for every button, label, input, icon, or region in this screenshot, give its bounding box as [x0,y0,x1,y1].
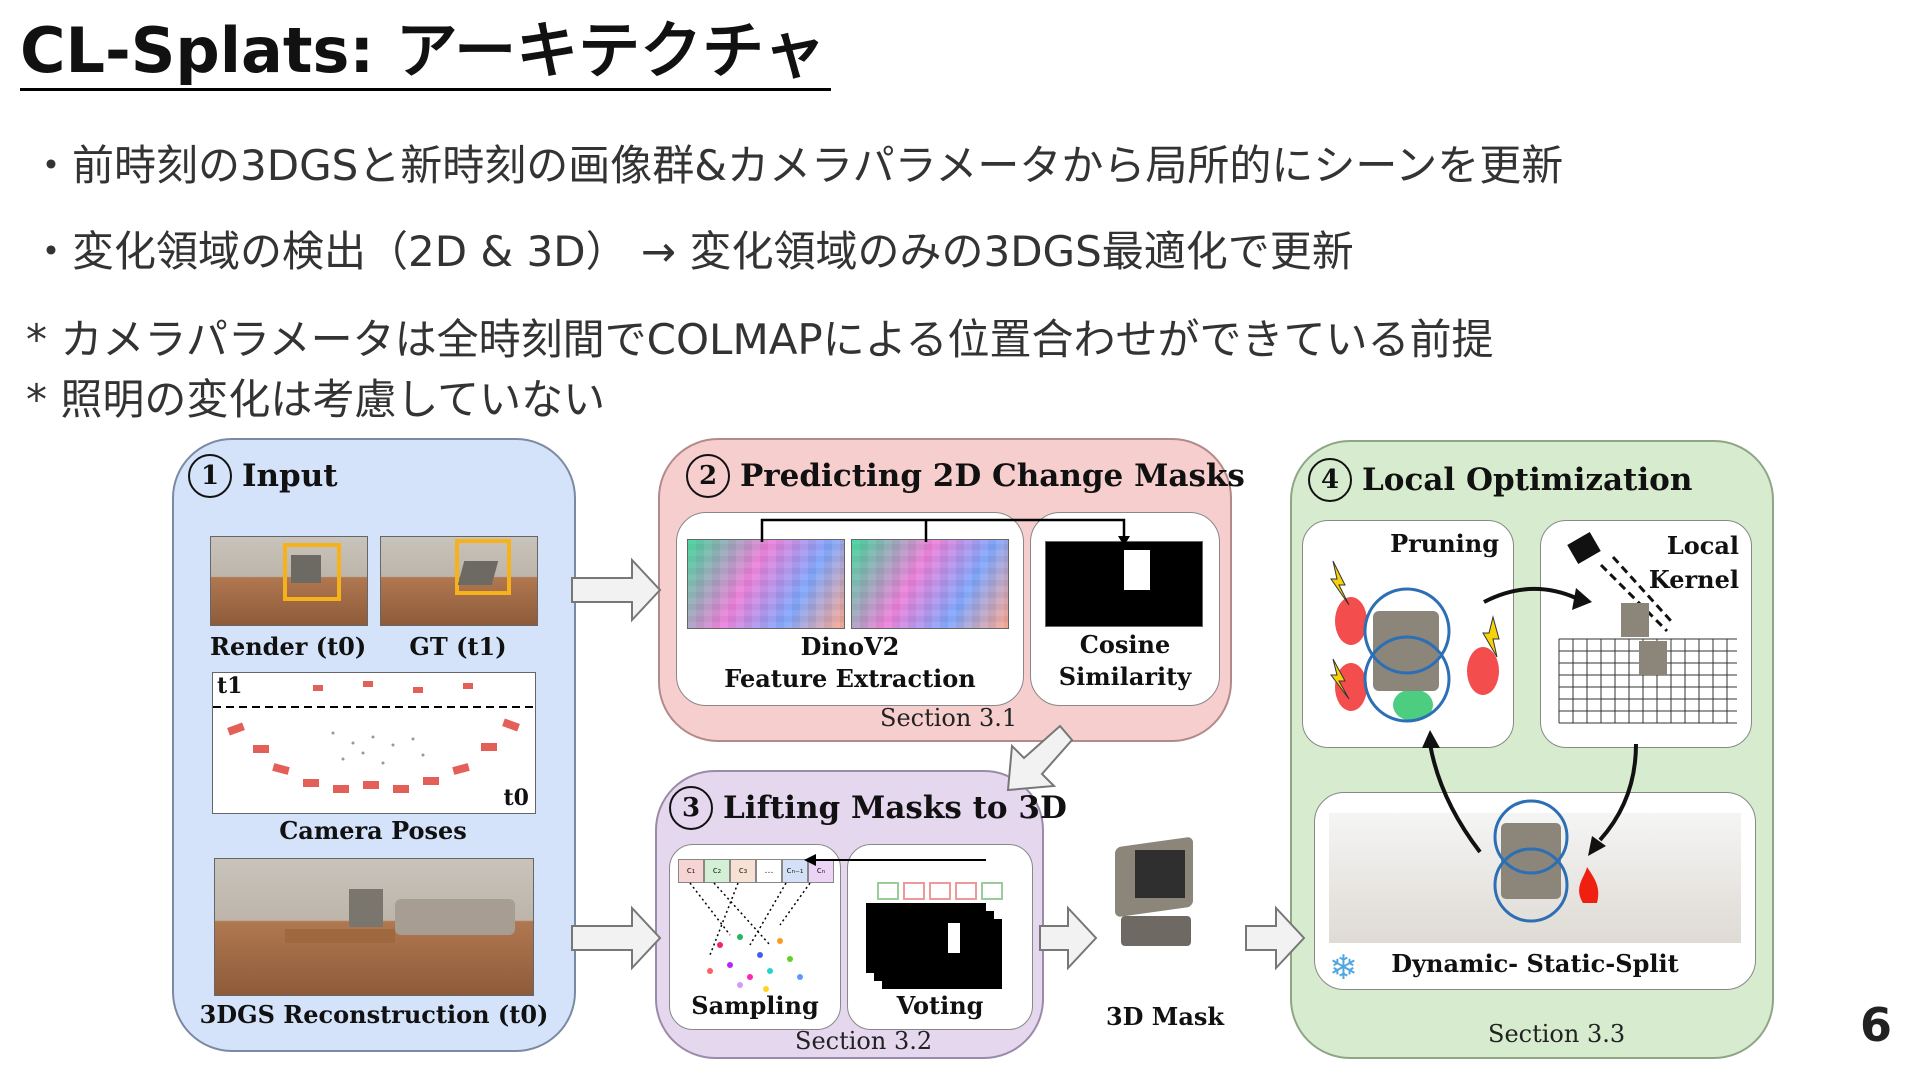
voxel-cells: c₁ c₂ c₃ … cₙ₋₁ cₙ [678,859,834,883]
local-panel: 4 Local Optimization Pruning [1290,440,1774,1059]
input-title: 1 Input [188,454,338,498]
svg-text:❄: ❄ [1329,948,1358,988]
monitor-object [349,889,383,927]
input-title-text: Input [242,458,338,494]
mask3d-object [1105,836,1205,952]
cell: cₙ₋₁ [782,859,808,883]
input-panel: 1 Input Render (t0) GT (t1) [172,438,576,1052]
step-number: 4 [1308,458,1352,502]
sofa-shape [395,899,515,935]
monitor-object [457,561,499,585]
note-1: * カメラパラメータは全時刻間でCOLMAPによる位置合わせができている前提 [26,315,1494,364]
highlight-box [283,543,341,601]
pruning-box: Pruning [1302,520,1514,748]
split-label: Dynamic- Static-Split [1391,949,1679,978]
local-title-text: Local Optimization [1362,462,1693,498]
monitor-object [291,555,321,583]
lifting-panel: 3 Lifting Masks to 3D c₁ c₂ c₃ … cₙ₋₁ cₙ [655,770,1067,1059]
monitor-base [1121,916,1191,946]
step-number: 1 [188,454,232,498]
camera-poses-image: t1 t0 [212,672,536,814]
sampling-point-cloud [689,882,811,992]
mask-region [1124,550,1150,590]
camera-poses-svg [213,681,535,793]
masks2d-panel: 2 Predicting 2D Change Masks DinoV2 Feat… [658,438,1245,742]
monitor-screen [1135,850,1185,898]
voting-box: Voting [847,844,1033,1030]
dino-label: DinoV2 Feature Extraction [724,632,976,693]
step-number: 3 [669,786,713,830]
masks2d-title: 2 Predicting 2D Change Masks [686,454,1245,498]
lifting-title: 3 Lifting Masks to 3D [669,786,1067,830]
pruning-illustration [1330,560,1500,723]
t0-label: t0 [503,785,529,811]
feature-map-1 [687,539,845,629]
gt-thumbnail [380,536,538,626]
cell: c₃ [730,859,756,883]
split-box: ❄ Dynamic- Static-Split [1314,792,1756,990]
bullet-2: ・変化領域の検出（2D & 3D） → 変化領域のみの3DGS最適化で更新 [30,227,1354,276]
masks2d-title-text: Predicting 2D Change Masks [740,458,1245,494]
t1-label: t1 [217,673,243,699]
voting-label: Voting [896,991,984,1020]
kernel-box: Local Kernel [1540,520,1752,748]
mask3d-label: 3D Mask [1105,1002,1225,1031]
kernel-label: Local Kernel [1648,531,1739,594]
sampling-label: Sampling [691,991,819,1020]
local-title: 4 Local Optimization [1308,458,1692,502]
voting-masks [866,882,1003,989]
step-number: 2 [686,454,730,498]
change-mask-image [1045,541,1203,627]
bullet-1: ・前時刻の3DGSと新時刻の画像群&カメラパラメータから局所的にシーンを更新 [30,141,1564,190]
desk-shape [285,929,395,943]
cell: c₂ [704,859,730,883]
arrow-input-to-masks [571,557,662,623]
arrow-input-to-lifting [571,905,662,971]
note-2: * 照明の変化は考慮していない [26,375,606,424]
reconstruction-image [214,858,534,996]
sampling-box: c₁ c₂ c₃ … cₙ₋₁ cₙ Sampling [669,844,841,1030]
dino-box: DinoV2 Feature Extraction [676,512,1024,706]
pruning-label: Pruning [1390,529,1499,558]
kernel-illustration [1558,531,1737,724]
cosine-label: Cosine Similarity [1058,630,1192,691]
render-label: Render (t0) [210,632,367,661]
split-illustration: ❄ [1329,799,1599,988]
cosine-box: Cosine Similarity [1030,512,1220,706]
camera-poses-label: Camera Poses [279,816,467,845]
cell: c₁ [678,859,704,883]
section-3-3: Section 3.3 [1488,1020,1626,1048]
gt-label: GT (t1) [409,632,507,661]
lifting-title-text: Lifting Masks to 3D [723,790,1067,826]
section-3-2: Section 3.2 [795,1027,933,1055]
cell: … [756,859,782,883]
feature-map-2 [851,539,1009,629]
render-thumbnail [210,536,368,626]
highlight-box [455,539,511,595]
reconstruction-label: 3DGS Reconstruction (t0) [199,1000,549,1029]
section-3-1: Section 3.1 [880,704,1018,732]
arrow-lifting-to-mask [1039,905,1098,971]
slide-title: CL-Splats: アーキテクチャ [20,14,832,91]
page-number: 6 [1859,998,1892,1052]
